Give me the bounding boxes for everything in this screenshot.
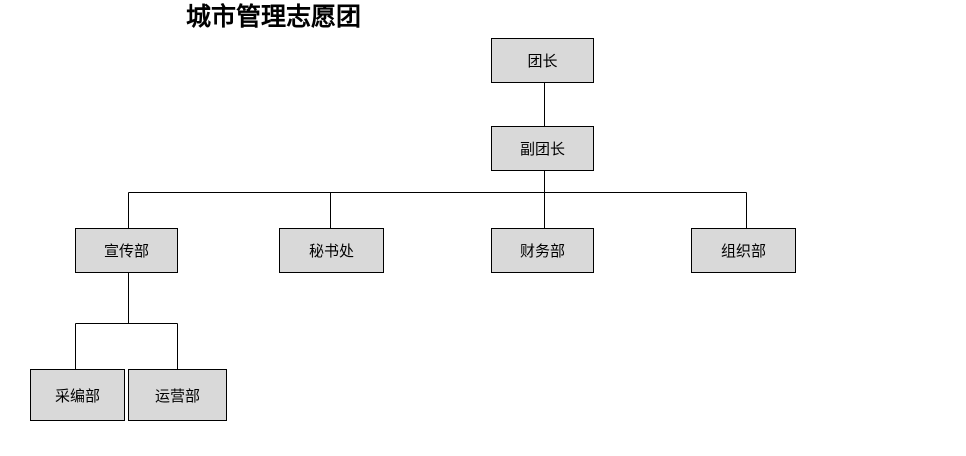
- node-finance-dept-label: 财务部: [519, 242, 565, 260]
- node-secretariat-label: 秘书处: [308, 242, 354, 260]
- chart-title: 城市管理志愿团: [186, 2, 362, 31]
- node-deputy-leader-label: 副团长: [519, 140, 565, 158]
- node-secretariat: 秘书处: [279, 228, 384, 273]
- node-finance-dept: 财务部: [491, 228, 594, 273]
- node-deputy-leader: 副团长: [491, 126, 594, 171]
- node-leader-label: 团长: [527, 52, 558, 70]
- node-editing-dept-label: 采编部: [54, 386, 100, 405]
- node-editing-dept: 采编部: [30, 369, 125, 421]
- node-publicity-dept: 宣传部: [75, 228, 178, 273]
- node-operations-dept: 运营部: [128, 369, 227, 421]
- node-publicity-dept-label: 宣传部: [103, 242, 149, 260]
- node-leader: 团长: [491, 38, 594, 83]
- node-operations-dept-label: 运营部: [154, 386, 200, 405]
- node-organization-dept-label: 组织部: [720, 242, 766, 260]
- node-organization-dept: 组织部: [691, 228, 796, 273]
